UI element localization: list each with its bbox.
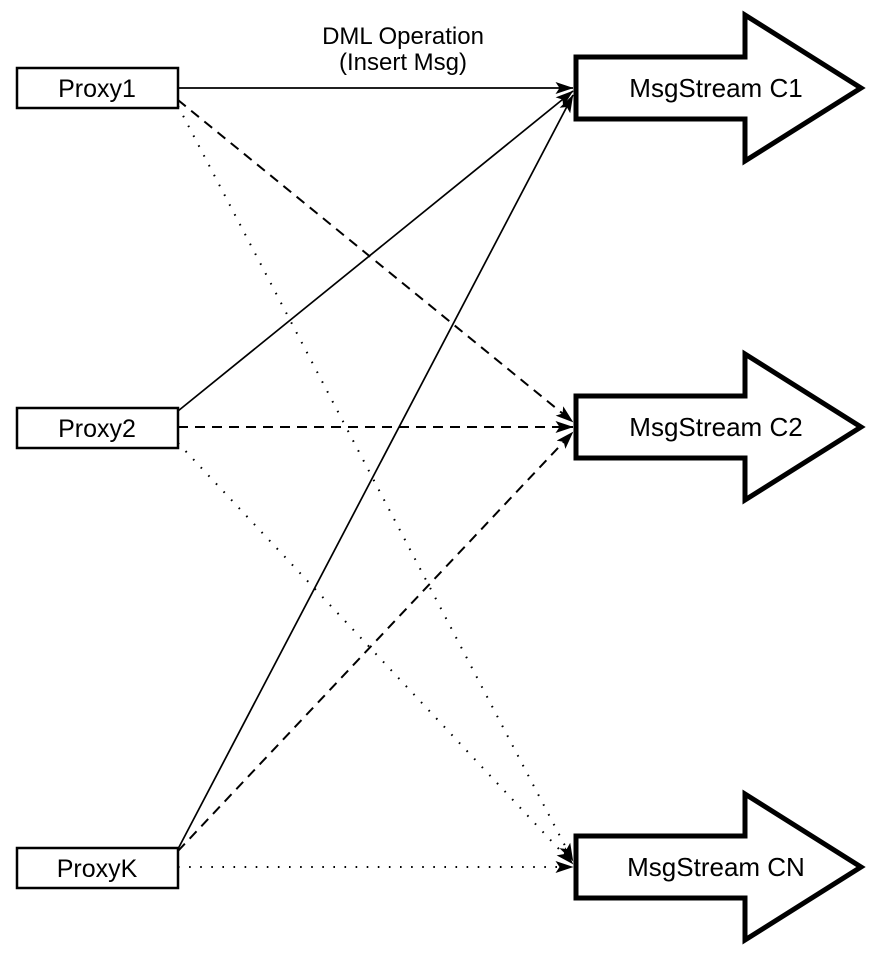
- proxyk-label: ProxyK: [57, 855, 138, 883]
- node-proxyk: ProxyK: [15, 846, 180, 890]
- msgstream-c2-label: MsgStream C2: [629, 412, 802, 442]
- node-proxy1: Proxy1: [15, 66, 180, 110]
- proxyk-box: [15, 846, 180, 890]
- proxy2-label: Proxy2: [58, 415, 136, 443]
- edge-label-line2: (Insert Msg): [339, 49, 467, 76]
- edge-proxy2-to-c1: [177, 90, 574, 412]
- edges: [177, 82, 574, 873]
- node-msgstream-c2: MsgStream C2: [573, 349, 866, 505]
- edge-proxyk-to-c1: [177, 94, 574, 850]
- msgstream-c2-arrow-shape: [573, 349, 866, 505]
- node-msgstream-cn: MsgStream CN: [573, 789, 866, 945]
- edge-label-line1: DML Operation: [322, 23, 484, 50]
- node-msgstream-c1: MsgStream C1: [573, 10, 866, 166]
- msgstream-c1-arrow-shape: [573, 10, 866, 166]
- edge-proxy2-to-cn: [177, 442, 574, 865]
- node-proxy2: Proxy2: [15, 406, 180, 450]
- proxy2-box: [15, 406, 180, 450]
- edge-proxy1-to-c2: [177, 99, 574, 423]
- msgstream-cn-arrow-shape: [573, 789, 866, 945]
- msgstream-c1-label: MsgStream C1: [629, 73, 802, 103]
- edge-label: DML Operation (Insert Msg): [322, 23, 484, 76]
- proxy1-box: [15, 66, 180, 110]
- proxy1-label: Proxy1: [58, 75, 136, 103]
- edge-proxy1-to-cn: [177, 105, 574, 862]
- edge-proxyk-to-c2: [177, 431, 574, 852]
- msgstream-cn-label: MsgStream CN: [627, 852, 805, 882]
